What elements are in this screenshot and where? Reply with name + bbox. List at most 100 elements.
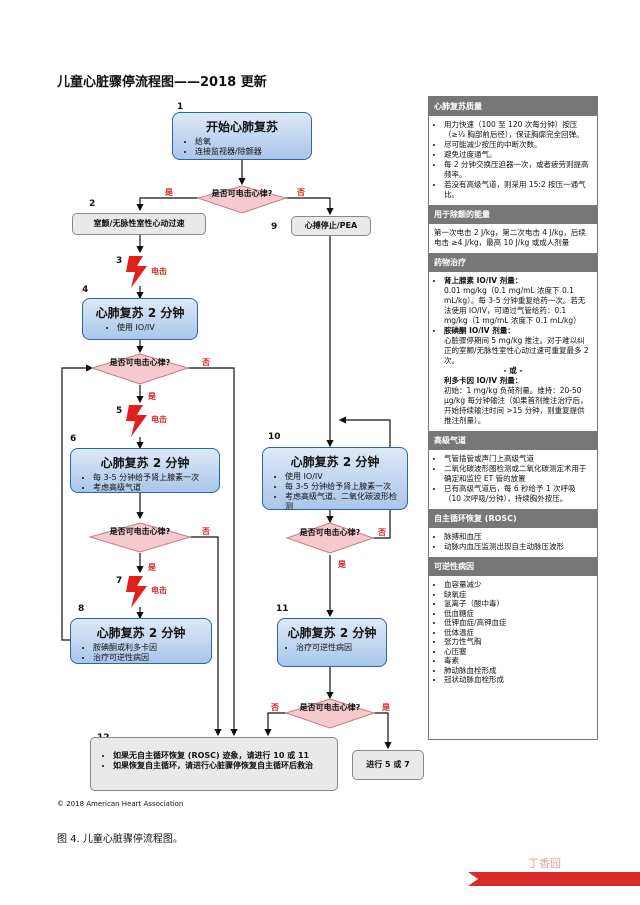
drug-text: 0.01 mg/kg（0.1 mg/mL 浓度下 0.1 mL/kg）。每 3-… <box>444 286 586 325</box>
node-bullet: 使用 IO/IV <box>117 323 197 333</box>
decision-yes-label: 是 <box>148 392 156 401</box>
node-number-7: 7 <box>116 576 123 586</box>
decision-yes-label: 是 <box>165 188 173 197</box>
decision-no-label: 否 <box>297 188 305 197</box>
node-cpr-2min-c: 心肺复苏 2 分钟 胺碘酮或利多卡因 治疗可逆性病因 <box>70 618 212 664</box>
node-number-10: 10 <box>268 432 281 442</box>
node-title: 心肺复苏 2 分钟 <box>287 626 377 640</box>
node-cpr-2min-a: 心肺复苏 2 分钟 使用 IO/IV <box>82 298 198 340</box>
drug-title-lidocaine: 利多卡因 IO/IV 剂量： <box>444 376 523 385</box>
shock-label: 电击 <box>151 415 167 424</box>
section-header-drugs: 药物治疗 <box>429 253 597 272</box>
decision-no-label: 否 <box>202 358 210 367</box>
panel-item: 缺氧症 <box>444 590 592 600</box>
panel-item: 张力性气胸 <box>444 637 592 647</box>
panel-item: 用力快速（100 至 120 次每分钟）按压（≥⅓ 胸部前后径），保证胸廓完全回… <box>444 120 592 140</box>
decision-no-label: 否 <box>378 528 386 537</box>
node-title: 心肺复苏 2 分钟 <box>95 306 185 320</box>
panel-item: 低体温症 <box>444 628 592 638</box>
section-header-shock-energy: 用于除颤的能量 <box>429 205 597 224</box>
node-number-2: 2 <box>89 199 96 209</box>
reference-panel: 心肺复苏质量 用力快速（100 至 120 次每分钟）按压（≥⅓ 胸部前后径），… <box>428 96 598 740</box>
node-number-3: 3 <box>116 256 123 266</box>
panel-item: 毒素 <box>444 656 592 666</box>
decision-shockable-1: 是否可电击心律? <box>211 189 273 198</box>
decision-yes-label: 是 <box>338 560 346 569</box>
node-cpr-2min-b: 心肺复苏 2 分钟 每 3-5 分钟给予肾上腺素一次 考虑高级气道 <box>70 448 220 493</box>
panel-item: 每 2 分钟交换压迫器一次，或者疲劳则提高频率。 <box>444 160 592 180</box>
panel-item: 避免过度通气。 <box>444 150 592 160</box>
panel-item: 气管插管或声门上高级气道 <box>444 454 592 464</box>
node-number-11: 11 <box>276 604 289 614</box>
panel-item: 心压塞 <box>444 647 592 657</box>
shock-label: 电击 <box>151 586 167 595</box>
node-number-9: 9 <box>271 222 278 232</box>
node-bullet: 胺碘酮或利多卡因 <box>93 643 211 653</box>
shock-label: 电击 <box>151 267 167 276</box>
node-number-5: 5 <box>116 406 123 416</box>
node-bullet: 连接监视器/除颤器 <box>195 147 311 157</box>
drug-title-epinephrine: 肾上腺素 IO/IV 剂量： <box>444 276 523 285</box>
node-bullet: 治疗可逆性病因 <box>296 643 386 653</box>
node-title: 心肺复苏 2 分钟 <box>96 626 186 640</box>
drug-or: - 或 - <box>503 366 523 375</box>
decision-shockable-4: 是否可电击心律? <box>299 528 361 537</box>
node-vf-pvt: 室颤/无脉性室性心动过速 <box>72 213 206 235</box>
panel-item: 氢离子（酸中毒） <box>444 599 592 609</box>
node-number-4: 4 <box>82 285 89 295</box>
panel-item: 低钾血症/高钾血症 <box>444 618 592 628</box>
node-goto-5-or-7: 进行 5 或 7 <box>352 750 424 780</box>
panel-item: 二氧化碳波形图检测或二氧化碳测定术用于确定和监控 ET 管的放置 <box>444 464 592 484</box>
decision-no-label: 否 <box>271 703 279 712</box>
panel-item: 已有高级气道后，每 6 秒给予 1 次呼吸（10 次呼吸/分钟），持续胸外按压。 <box>444 484 592 504</box>
decision-shockable-2: 是否可电击心律? <box>109 358 171 367</box>
copyright-notice: © 2018 American Heart Association <box>57 800 184 808</box>
panel-item: 冠状动脉血栓形成 <box>444 675 592 685</box>
node-bullet: 如果恢复自主循环，请进行心脏骤停恢复自主循环后救治 <box>113 761 337 771</box>
node-bullet: 每 3-5 分钟给予肾上腺素一次 <box>93 473 219 483</box>
watermark-banner <box>468 872 640 886</box>
node-bullet: 如果无自主循环恢复 (ROSC) 迹象，请进行 10 或 11 <box>113 751 337 761</box>
node-rosc-check: 如果无自主循环恢复 (ROSC) 迹象，请进行 10 或 11 如果恢复自主循环… <box>90 737 338 791</box>
node-cpr-2min-d: 心肺复苏 2 分钟 使用 IO/IV 每 3-5 分钟给予肾上腺素一次 考虑高级… <box>262 447 408 512</box>
node-bullet: 使用 IO/IV <box>285 472 401 482</box>
panel-item: 尽可能减少按压的中断次数。 <box>444 140 592 150</box>
node-bullet: 考虑高级气道 <box>93 483 219 493</box>
section-header-cpr-quality: 心肺复苏质量 <box>429 97 597 116</box>
node-title: 心肺复苏 2 分钟 <box>290 455 380 469</box>
panel-item: 肺动脉血栓形成 <box>444 666 592 676</box>
watermark-logo: 丁香园 <box>528 857 561 870</box>
node-bullet: 考虑高级气道、二氧化碳波形检测 <box>285 492 401 512</box>
decision-shockable-5: 是否可电击心律? <box>299 703 361 712</box>
node-start-cpr: 开始心肺复苏 给氧 连接监视器/除颤器 <box>172 112 312 160</box>
section-header-airway: 高级气道 <box>429 431 597 450</box>
decision-yes-label: 是 <box>382 703 390 712</box>
node-title: 心肺复苏 2 分钟 <box>100 456 190 470</box>
node-bullet: 给氧 <box>195 137 311 147</box>
section-header-rosc: 自主循环恢复 (ROSC) <box>429 509 597 528</box>
panel-text: 第一次电击 2 J/kg，第二次电击 4 J/kg，后续电击 ≥4 J/kg，最… <box>434 228 586 247</box>
decision-yes-label: 是 <box>148 563 156 572</box>
decision-shockable-3: 是否可电击心律? <box>109 527 171 536</box>
node-number-8: 8 <box>78 604 85 614</box>
section-header-reversible-causes: 可逆性病因 <box>429 557 597 576</box>
page-title: 儿童心脏骤停流程图——2018 更新 <box>57 75 267 90</box>
node-bullet: 每 3-5 分钟给予肾上腺素一次 <box>285 482 401 492</box>
node-title: 开始心肺复苏 <box>205 120 278 134</box>
panel-item: 低血糖症 <box>444 609 592 619</box>
drug-text: 心脏骤停期间 5 mg/kg 推注。对于难以纠正的室颤/无脉性室性心动过速可重复… <box>444 336 589 365</box>
node-bullet: 治疗可逆性病因 <box>93 653 211 663</box>
decision-no-label: 否 <box>202 527 210 536</box>
panel-item: 若没有高级气道，则采用 15:2 按压一通气比。 <box>444 180 592 200</box>
node-cpr-2min-e: 心肺复苏 2 分钟 治疗可逆性病因 <box>277 618 387 667</box>
drug-title-amiodarone: 胺碘酮 IO/IV 剂量： <box>444 326 515 335</box>
drug-text: 初始：1 mg/kg 负荷剂量。维持：20-50 μg/kg 每分钟输注（如果首… <box>444 386 588 425</box>
panel-item: 动脉内血压监测出现自主动脉压波形 <box>444 542 592 552</box>
panel-item: 血容量减少 <box>444 580 592 590</box>
figure-caption: 图 4. 儿童心脏骤停流程图。 <box>57 834 183 845</box>
node-number-6: 6 <box>70 434 77 444</box>
node-number-1: 1 <box>177 102 184 112</box>
node-asystole-pea: 心搏停止/PEA <box>291 216 371 236</box>
panel-item: 脉搏和血压 <box>444 532 592 542</box>
